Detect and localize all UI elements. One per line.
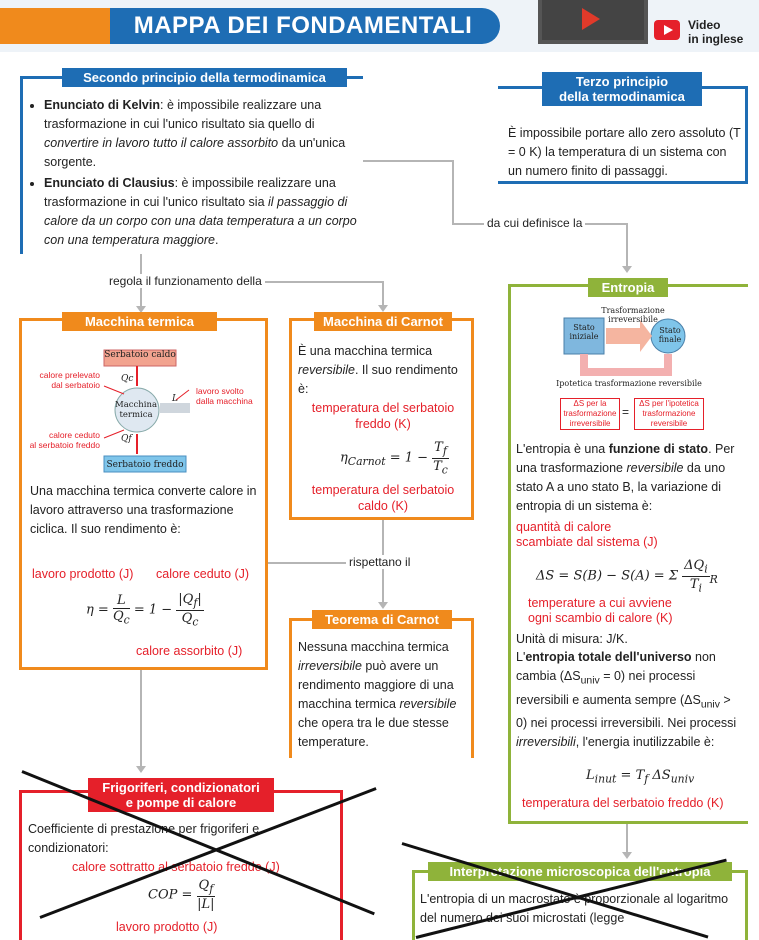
- carnot-machine-text: È una macchina termica reversibile. Il s…: [298, 344, 458, 396]
- heat-engine-diagram: [103, 349, 190, 473]
- entropy-diagram: [563, 317, 686, 376]
- initial-state: [563, 317, 605, 355]
- label-cold-reservoir-temp: temperatura del serbatoio freddo (K): [522, 796, 724, 810]
- label-heat-ceded: calore ceduto (J): [156, 567, 250, 581]
- connector-line: [452, 160, 454, 224]
- pointer-line: [103, 385, 125, 395]
- carnot-theorem-box: [289, 618, 474, 758]
- entropy-title: Entropia: [588, 278, 668, 297]
- second-law-text: Enunciato di Kelvin: è impossibile reali…: [28, 96, 358, 252]
- energy-formula: Linut = Tf ΔSuniv: [586, 768, 695, 786]
- second-law-box: [20, 76, 363, 254]
- connector-line: [140, 670, 142, 768]
- cold-label: Serbatoio freddo: [106, 460, 184, 470]
- title-bar-accent: [0, 8, 110, 44]
- arrow-icon: [378, 602, 388, 609]
- label-heat-removed: calore sottratto al serbatoio freddo (J): [72, 860, 280, 874]
- connector-line: [626, 824, 628, 854]
- heat-engine-text: Una macchina termica converte calore in …: [30, 484, 257, 536]
- carnot-theorem-text: Nessuna macchina termica irreversibile p…: [298, 640, 457, 749]
- qf-symbol: Qf: [121, 434, 132, 444]
- micro-box: [412, 870, 748, 940]
- hot-reservoir: [103, 349, 177, 367]
- entropy-text-1: L'entropia è una funzione di stato. Per …: [516, 442, 735, 513]
- arrow-icon: [136, 766, 146, 773]
- work-shaft: [160, 403, 190, 413]
- arrow-icon: [378, 305, 388, 312]
- kelvin-statement: Enunciato di Kelvin: è impossibile reali…: [44, 96, 358, 172]
- heat-engine-title: Macchina termica: [62, 312, 217, 331]
- connector-label: regola il funzionamento della: [106, 274, 265, 288]
- hot-label: Serbatoio caldo: [104, 350, 176, 360]
- video-play-icon: [664, 25, 673, 35]
- fridge-box: [19, 790, 343, 940]
- pointer-line: [103, 429, 125, 439]
- entropy-unit: Unità di misura: J/K.: [516, 632, 628, 646]
- cold-reservoir: [103, 455, 187, 473]
- connector-line: [268, 562, 383, 564]
- second-law-title: Secondo principio della termodinamica: [62, 68, 347, 87]
- play-icon[interactable]: [582, 8, 600, 30]
- video-thumbnail[interactable]: [538, 0, 648, 44]
- page-title: MAPPA DEI FONDAMENTALI: [133, 12, 473, 39]
- label-work: lavoro prodotto (J): [32, 567, 134, 581]
- clausius-statement: Enunciato di Clausius: è impossibile rea…: [44, 174, 358, 250]
- engine-circle: [114, 387, 160, 433]
- carnot-theorem-title: Teorema di Carnot: [312, 610, 452, 629]
- third-law-text: È impossibile portare allo zero assoluto…: [508, 126, 741, 178]
- arrow-icon: [136, 306, 146, 313]
- heat-engine-box: [19, 318, 268, 670]
- arrow-icon: [622, 266, 632, 273]
- cop-formula: COP = Qf|L|: [148, 878, 216, 912]
- label-work-produced: lavoro prodotto (J): [116, 920, 218, 934]
- carnot-machine-box: [289, 318, 474, 520]
- equals-sign: =: [622, 405, 630, 419]
- arrow-icon: [622, 852, 632, 859]
- l-symbol: L: [172, 394, 178, 404]
- fridge-text: Coefficiente di prestazione per frigorif…: [28, 822, 260, 855]
- label-heat-absorbed: calore assorbito (J): [136, 644, 243, 658]
- reversible-path: [580, 354, 672, 376]
- qc-symbol: Qc: [121, 374, 134, 384]
- reversible-label: Ipotetica trasformazione reversibile: [556, 379, 702, 388]
- connector-line: [382, 281, 384, 307]
- carnot-machine-title: Macchina di Carnot: [314, 312, 452, 331]
- connector-line: [363, 160, 453, 162]
- pointer-line: [175, 389, 190, 401]
- connector-label: rispettano il: [346, 555, 414, 569]
- connector-label: da cui definisce la: [484, 216, 586, 230]
- video-link[interactable]: Video in inglese: [688, 18, 744, 46]
- entropy-text-2: L'entropia totale dell'universo non camb…: [516, 650, 737, 749]
- irreversible-arrow: [606, 320, 652, 352]
- connector-line: [626, 223, 628, 267]
